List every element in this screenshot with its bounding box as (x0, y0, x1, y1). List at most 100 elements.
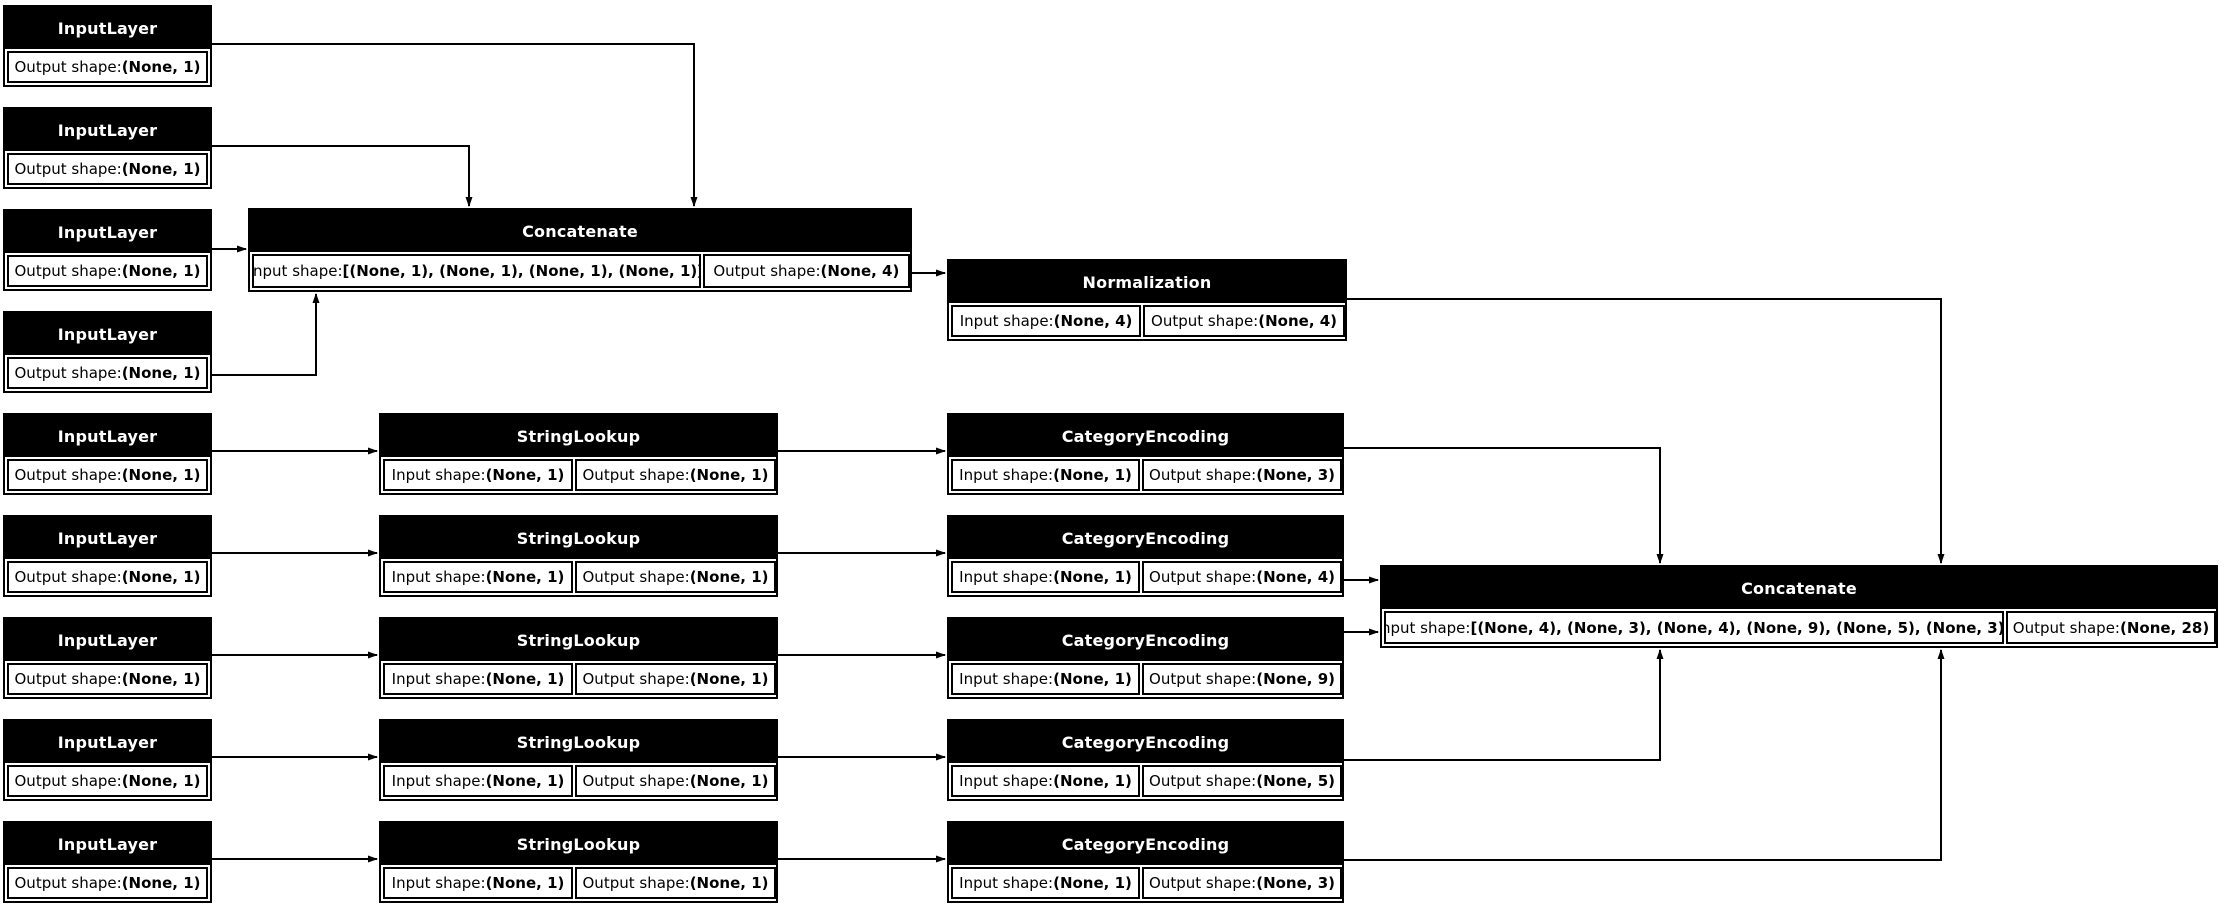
node-categoryencoding-3-cell-0: Input shape: (None, 1) (951, 663, 1141, 695)
shape-value: (None, 1) (689, 670, 769, 688)
shape-label: Output shape: (14, 874, 122, 892)
shape-value: (None, 1) (689, 568, 769, 586)
shape-label: Input shape: (959, 670, 1054, 688)
node-categoryencoding-3: CategoryEncoding Input shape: (None, 1)O… (947, 617, 1344, 699)
node-categoryencoding-4: CategoryEncoding Input shape: (None, 1)O… (947, 719, 1344, 801)
layer-node-title: InputLayer (5, 517, 210, 559)
shape-label: Output shape: (14, 160, 122, 178)
node-categoryencoding-3-cell-1: Output shape: (None, 9) (1142, 663, 1342, 695)
shape-label: Input shape: (391, 568, 486, 586)
node-stringlookup-3: StringLookup Input shape: (None, 1)Outpu… (379, 617, 778, 699)
node-normalization-cell-0: Input shape: (None, 4) (951, 305, 1142, 337)
shape-value: (None, 1) (121, 58, 201, 76)
layer-node-title: InputLayer (5, 313, 210, 355)
shape-value: (None, 1) (121, 364, 201, 382)
shape-label: Output shape: (582, 772, 690, 790)
shape-value: (None, 9) (1256, 670, 1335, 688)
node-input-3-cell-0: Output shape: (None, 1) (7, 255, 208, 287)
shape-value: (None, 4) (820, 262, 900, 280)
shape-label: Input shape: (252, 262, 343, 280)
shape-value: (None, 4) (1258, 312, 1338, 330)
node-input-8: InputLayer Output shape: (None, 1) (3, 719, 212, 801)
layer-node-title: InputLayer (5, 109, 210, 151)
layer-node-body: Output shape: (None, 1) (5, 763, 210, 799)
shape-value: (None, 1) (689, 466, 769, 484)
node-input-9: InputLayer Output shape: (None, 1) (3, 821, 212, 903)
shape-label: Output shape: (1149, 466, 1257, 484)
layer-node-title: Concatenate (1382, 567, 2216, 609)
shape-label: Output shape: (713, 262, 821, 280)
layer-node-body: Input shape: (None, 1)Output shape: (Non… (949, 763, 1342, 799)
layer-node-title: Normalization (949, 261, 1345, 303)
edge-categoryencoding4-to-concatenate2 (1344, 649, 1664, 761)
shape-value: (None, 1) (121, 772, 201, 790)
node-input-4-cell-0: Output shape: (None, 1) (7, 357, 208, 389)
node-input-2-cell-0: Output shape: (None, 1) (7, 153, 208, 185)
node-concatenate-2-cell-0: Input shape: [(None, 4), (None, 3), (Non… (1384, 611, 2004, 644)
layer-node-body: Input shape: (None, 1)Output shape: (Non… (949, 457, 1342, 493)
node-stringlookup-1: StringLookup Input shape: (None, 1)Outpu… (379, 413, 778, 495)
node-stringlookup-4: StringLookup Input shape: (None, 1)Outpu… (379, 719, 778, 801)
shape-label: Output shape: (582, 670, 690, 688)
shape-label: Output shape: (1149, 874, 1257, 892)
layer-node-title: InputLayer (5, 211, 210, 253)
node-categoryencoding-2-cell-0: Input shape: (None, 1) (951, 561, 1141, 593)
shape-label: Output shape: (1149, 772, 1257, 790)
node-stringlookup-1-cell-0: Input shape: (None, 1) (383, 459, 574, 491)
node-categoryencoding-5: CategoryEncoding Input shape: (None, 1)O… (947, 821, 1344, 903)
shape-value: (None, 1) (1053, 670, 1132, 688)
edge-input4-to-concatenate1 (212, 293, 320, 376)
layer-node-title: CategoryEncoding (949, 415, 1342, 457)
layer-node-title: Concatenate (250, 210, 910, 252)
node-concatenate-1-cell-0: Input shape: [(None, 1), (None, 1), (Non… (252, 254, 701, 288)
node-stringlookup-2-cell-0: Input shape: (None, 1) (383, 561, 574, 593)
node-categoryencoding-1: CategoryEncoding Input shape: (None, 1)O… (947, 413, 1344, 495)
node-input-6: InputLayer Output shape: (None, 1) (3, 515, 212, 597)
layer-node-title: StringLookup (381, 415, 776, 457)
node-input-3: InputLayer Output shape: (None, 1) (3, 209, 212, 291)
layer-node-body: Output shape: (None, 1) (5, 253, 210, 289)
layer-node-body: Input shape: [(None, 4), (None, 3), (Non… (1382, 609, 2216, 646)
shape-value: (None, 28) (2119, 618, 2210, 637)
layer-node-body: Output shape: (None, 1) (5, 355, 210, 391)
shape-label: Output shape: (1149, 670, 1257, 688)
shape-value: (None, 1) (121, 160, 201, 178)
layer-node-title: StringLookup (381, 823, 776, 865)
shape-value: (None, 1) (485, 466, 565, 484)
shape-label: Input shape: (391, 772, 486, 790)
node-input-5-cell-0: Output shape: (None, 1) (7, 459, 208, 491)
shape-label: Input shape: (959, 312, 1054, 330)
layer-node-title: InputLayer (5, 721, 210, 763)
shape-value: (None, 3) (1256, 874, 1335, 892)
edge-categoryencoding5-to-concatenate2 (1344, 649, 1945, 861)
shape-value: (None, 1) (121, 262, 201, 280)
node-stringlookup-4-cell-1: Output shape: (None, 1) (575, 765, 776, 797)
shape-label: Output shape: (2012, 618, 2120, 637)
shape-value: (None, 1) (485, 568, 565, 586)
node-stringlookup-4-cell-0: Input shape: (None, 1) (383, 765, 574, 797)
node-categoryencoding-2-cell-1: Output shape: (None, 4) (1142, 561, 1342, 593)
node-input-1-cell-0: Output shape: (None, 1) (7, 51, 208, 83)
node-categoryencoding-5-cell-0: Input shape: (None, 1) (951, 867, 1141, 899)
shape-label: Output shape: (1151, 312, 1259, 330)
shape-value: (None, 4) (1053, 312, 1133, 330)
shape-label: Input shape: (391, 670, 486, 688)
node-stringlookup-5-cell-1: Output shape: (None, 1) (575, 867, 776, 899)
layer-node-body: Input shape: (None, 1)Output shape: (Non… (381, 763, 776, 799)
shape-label: Input shape: (959, 772, 1054, 790)
node-input-5: InputLayer Output shape: (None, 1) (3, 413, 212, 495)
shape-label: Input shape: (959, 568, 1054, 586)
shape-label: Output shape: (1149, 568, 1257, 586)
layer-node-body: Output shape: (None, 1) (5, 559, 210, 595)
edge-input1-to-concatenate1 (212, 43, 698, 207)
shape-value: (None, 1) (689, 772, 769, 790)
node-input-7: InputLayer Output shape: (None, 1) (3, 617, 212, 699)
shape-value: (None, 1) (485, 670, 565, 688)
shape-label: Output shape: (582, 568, 690, 586)
node-categoryencoding-5-cell-1: Output shape: (None, 3) (1142, 867, 1342, 899)
layer-node-body: Input shape: (None, 1)Output shape: (Non… (381, 661, 776, 697)
shape-label: Output shape: (14, 262, 122, 280)
node-input-9-cell-0: Output shape: (None, 1) (7, 867, 208, 899)
node-stringlookup-3-cell-0: Input shape: (None, 1) (383, 663, 574, 695)
